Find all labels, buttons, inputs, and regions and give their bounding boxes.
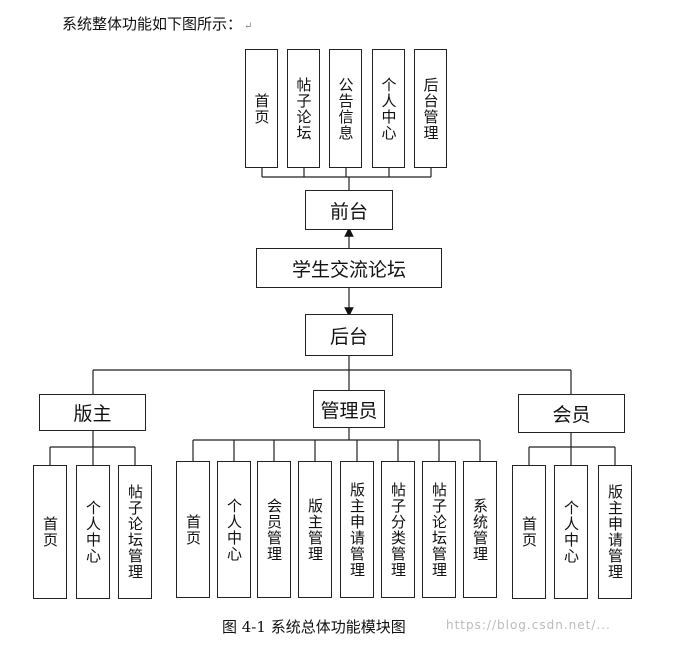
backend-box: 后台 xyxy=(305,314,393,356)
frontend-item-notice: 公告信息 xyxy=(329,49,362,168)
admin-item-banzhu-apply-manage: 版主申请管理 xyxy=(340,461,374,598)
role-banzhu-box: 版主 xyxy=(39,394,146,431)
banzhu-item-profile: 个人中心 xyxy=(76,465,110,599)
root-box: 学生交流论坛 xyxy=(256,248,442,288)
watermark: https://blog.csdn.net/... xyxy=(446,618,611,632)
intro-text: 系统整体功能如下图所示：↵ xyxy=(62,15,253,33)
admin-item-category-manage: 帖子分类管理 xyxy=(381,461,415,598)
admin-item-forum-manage: 帖子论坛管理 xyxy=(422,461,456,598)
admin-item-system-manage: 系统管理 xyxy=(463,461,497,598)
frontend-item-profile: 个人中心 xyxy=(372,49,405,168)
frontend-item-forum: 帖子论坛 xyxy=(287,49,320,168)
frontend-item-admin: 后台管理 xyxy=(414,49,447,168)
member-item-profile: 个人中心 xyxy=(554,465,588,599)
admin-item-profile: 个人中心 xyxy=(217,461,251,598)
banzhu-item-forum-manage: 帖子论坛管理 xyxy=(118,465,152,599)
member-item-banzhu-apply-manage: 版主申请管理 xyxy=(598,465,632,599)
frontend-item-home: 首页 xyxy=(245,49,278,168)
admin-item-banzhu-manage: 版主管理 xyxy=(298,461,332,598)
admin-item-home: 首页 xyxy=(176,461,210,598)
figure-caption: 图 4-1 系统总体功能模块图 xyxy=(222,618,406,636)
member-item-home: 首页 xyxy=(512,465,546,599)
role-member-box: 会员 xyxy=(518,394,625,433)
admin-item-member-manage: 会员管理 xyxy=(257,461,291,598)
banzhu-item-home: 首页 xyxy=(33,465,67,599)
frontend-box: 前台 xyxy=(305,190,393,230)
role-admin-box: 管理员 xyxy=(313,390,385,428)
